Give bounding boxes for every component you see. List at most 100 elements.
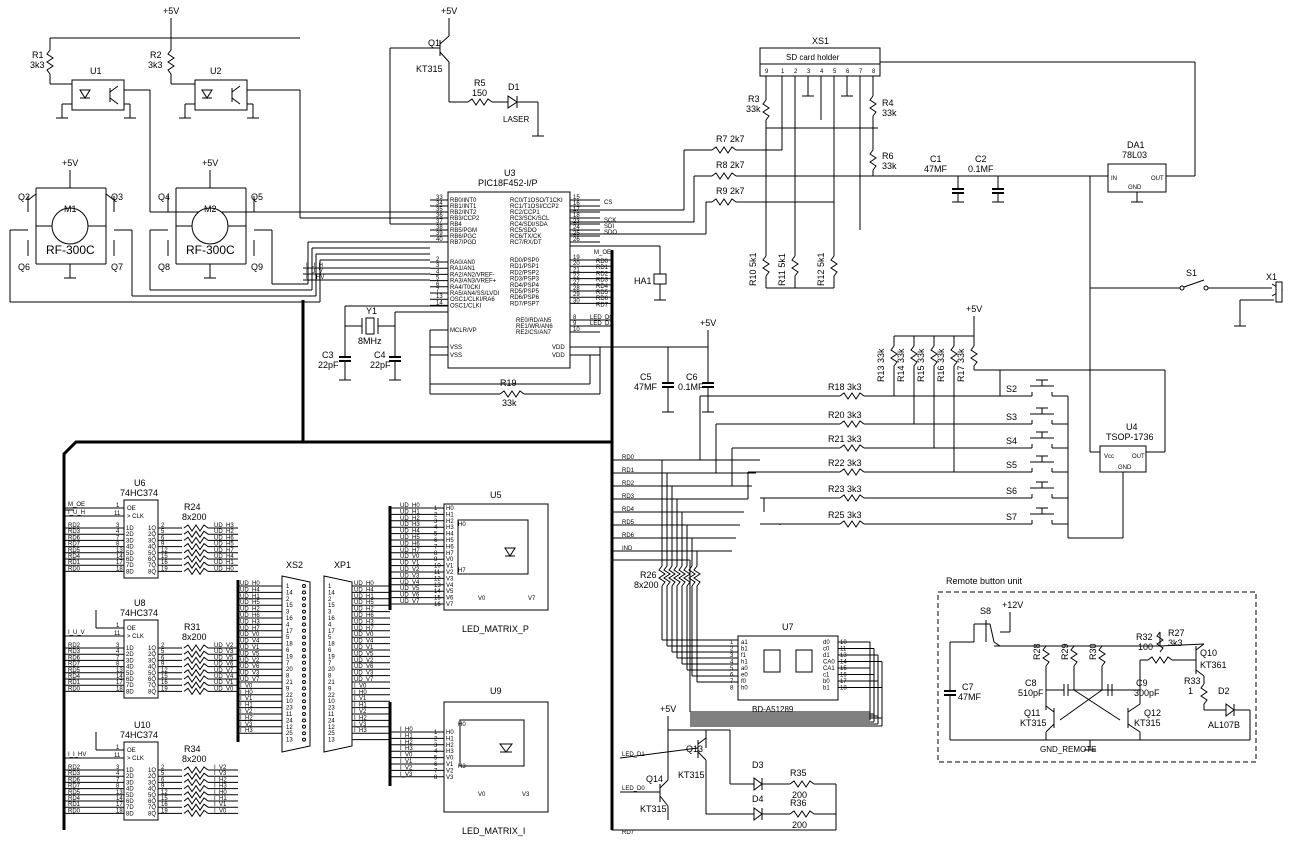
pin-number: 23	[328, 706, 335, 712]
net-label: UD_H2	[240, 607, 260, 613]
pin-d: 5D	[126, 671, 134, 677]
pin-name: RD7/PSP7	[510, 301, 540, 307]
pin-number: 4	[116, 771, 120, 777]
pin-number: 40	[436, 237, 443, 243]
net-label: RD7	[68, 784, 81, 790]
pin-dot	[302, 686, 306, 691]
svg-text:4: 4	[820, 69, 824, 75]
net-label: UD_V4	[400, 580, 420, 586]
pin-number: 2	[161, 523, 165, 529]
net-label: UD_H5	[214, 542, 234, 548]
svg-text:U7: U7	[782, 622, 794, 632]
pin-name: d0	[823, 640, 830, 646]
pin-number: 14	[434, 589, 441, 595]
net-label: RD4	[622, 507, 635, 513]
pin-name: a0	[741, 666, 748, 672]
pin-number: 1	[328, 584, 332, 590]
r26-element	[693, 565, 701, 587]
resistor-net-r31	[183, 687, 209, 696]
net-label: I_H0	[240, 690, 253, 696]
pin-number: 9	[161, 784, 165, 790]
net-label: UD_V2	[240, 658, 260, 664]
net-label: I_I_HV	[306, 275, 324, 281]
pin-number: 37	[436, 219, 443, 225]
svg-text:Q13: Q13	[686, 744, 703, 754]
matrix-pin: V3	[446, 775, 454, 781]
pin-dot	[302, 667, 306, 672]
resistor-net-r24	[183, 542, 209, 551]
net-label: I_U_H	[68, 510, 85, 516]
pin-q: 4Q	[148, 545, 156, 551]
r26-element	[683, 565, 691, 587]
pin-number: 21	[286, 680, 293, 686]
pin-number: 24	[286, 718, 293, 724]
resistor-net-r34	[183, 784, 209, 793]
pin-number: 5	[434, 532, 438, 538]
svg-text:XP1: XP1	[334, 560, 351, 570]
pin-number: 21	[573, 267, 580, 273]
pin-name: RD4/PSP4	[510, 283, 540, 289]
net-label: RD2	[68, 643, 81, 649]
pin-number: 1	[434, 730, 438, 736]
net-label: RD7	[68, 542, 81, 548]
rn-name: R34	[184, 744, 201, 754]
net-label: UD_H7	[214, 548, 234, 554]
resistor-r23	[839, 494, 865, 502]
svg-text:Y1: Y1	[366, 306, 377, 316]
svg-text:SD card holder: SD card holder	[786, 53, 840, 62]
pin-number: 6	[436, 282, 440, 288]
net-label: UD_H0	[214, 566, 234, 572]
net-label: UD_H3	[214, 523, 234, 529]
net-label: M_OE	[68, 502, 85, 508]
pin-number: 15	[161, 674, 168, 680]
pin-number: 24	[328, 718, 335, 724]
pin-q: 1Q	[148, 646, 156, 652]
svg-text:R36: R36	[790, 798, 807, 808]
pin-name: RE1/WR/AN6	[516, 324, 553, 330]
svg-text:VDD: VDD	[552, 353, 565, 359]
svg-text:R16 33k: R16 33k	[936, 348, 946, 382]
pin-number: 7	[286, 661, 290, 667]
pin-name: RC1/T1OSI/CCP2	[510, 204, 559, 210]
net-label: RD0	[68, 808, 81, 814]
svg-text:33k: 33k	[882, 161, 897, 171]
pin-number: 7	[116, 535, 120, 541]
pin-number: 19	[161, 808, 168, 814]
net-label: RD4	[68, 796, 81, 802]
svg-text:D1: D1	[508, 82, 520, 92]
net-label: UD_H1	[354, 594, 374, 600]
svg-text:OUT: OUT	[1151, 176, 1164, 182]
pin-number: 15	[573, 195, 580, 201]
pin-q: 8Q	[148, 689, 156, 695]
pin-number: 4	[730, 660, 734, 666]
rn-name: R24	[184, 502, 201, 512]
pin-number: 19	[161, 686, 168, 692]
net-label: UD_V0	[240, 632, 260, 638]
svg-text:C2: C2	[975, 154, 987, 164]
svg-text:R29: R29	[1060, 643, 1070, 660]
pin-q: 3Q	[148, 538, 156, 544]
pin-q: 6Q	[148, 557, 156, 563]
pin-number: 34	[436, 201, 443, 207]
svg-text:V0: V0	[478, 596, 486, 602]
net-label: I_H3	[354, 728, 367, 734]
svg-text:Q10: Q10	[1200, 648, 1217, 658]
net-label: UD_V5	[240, 651, 260, 657]
pin-name: RD0/PSP0	[510, 258, 540, 264]
pin-q: 5Q	[148, 793, 156, 799]
net-label: RD5	[68, 668, 81, 674]
pin-number: 12	[161, 790, 168, 796]
net-label: UD_H1	[214, 560, 234, 566]
net-label: RD3	[596, 278, 609, 284]
resistor-net-r31	[183, 650, 209, 659]
pin-number: 23	[573, 219, 580, 225]
resistor-net-r34	[183, 778, 209, 787]
svg-text:0.1MF: 0.1MF	[678, 382, 704, 392]
net-label: UD_V5	[400, 586, 420, 592]
motor-driver-m2: +5V M2 RF-300C Q4 Q5 Q8 Q9	[149, 158, 430, 302]
pin-number: 16	[161, 680, 168, 686]
svg-text:AL107B: AL107B	[1208, 720, 1240, 730]
pin-number: 23	[286, 706, 293, 712]
